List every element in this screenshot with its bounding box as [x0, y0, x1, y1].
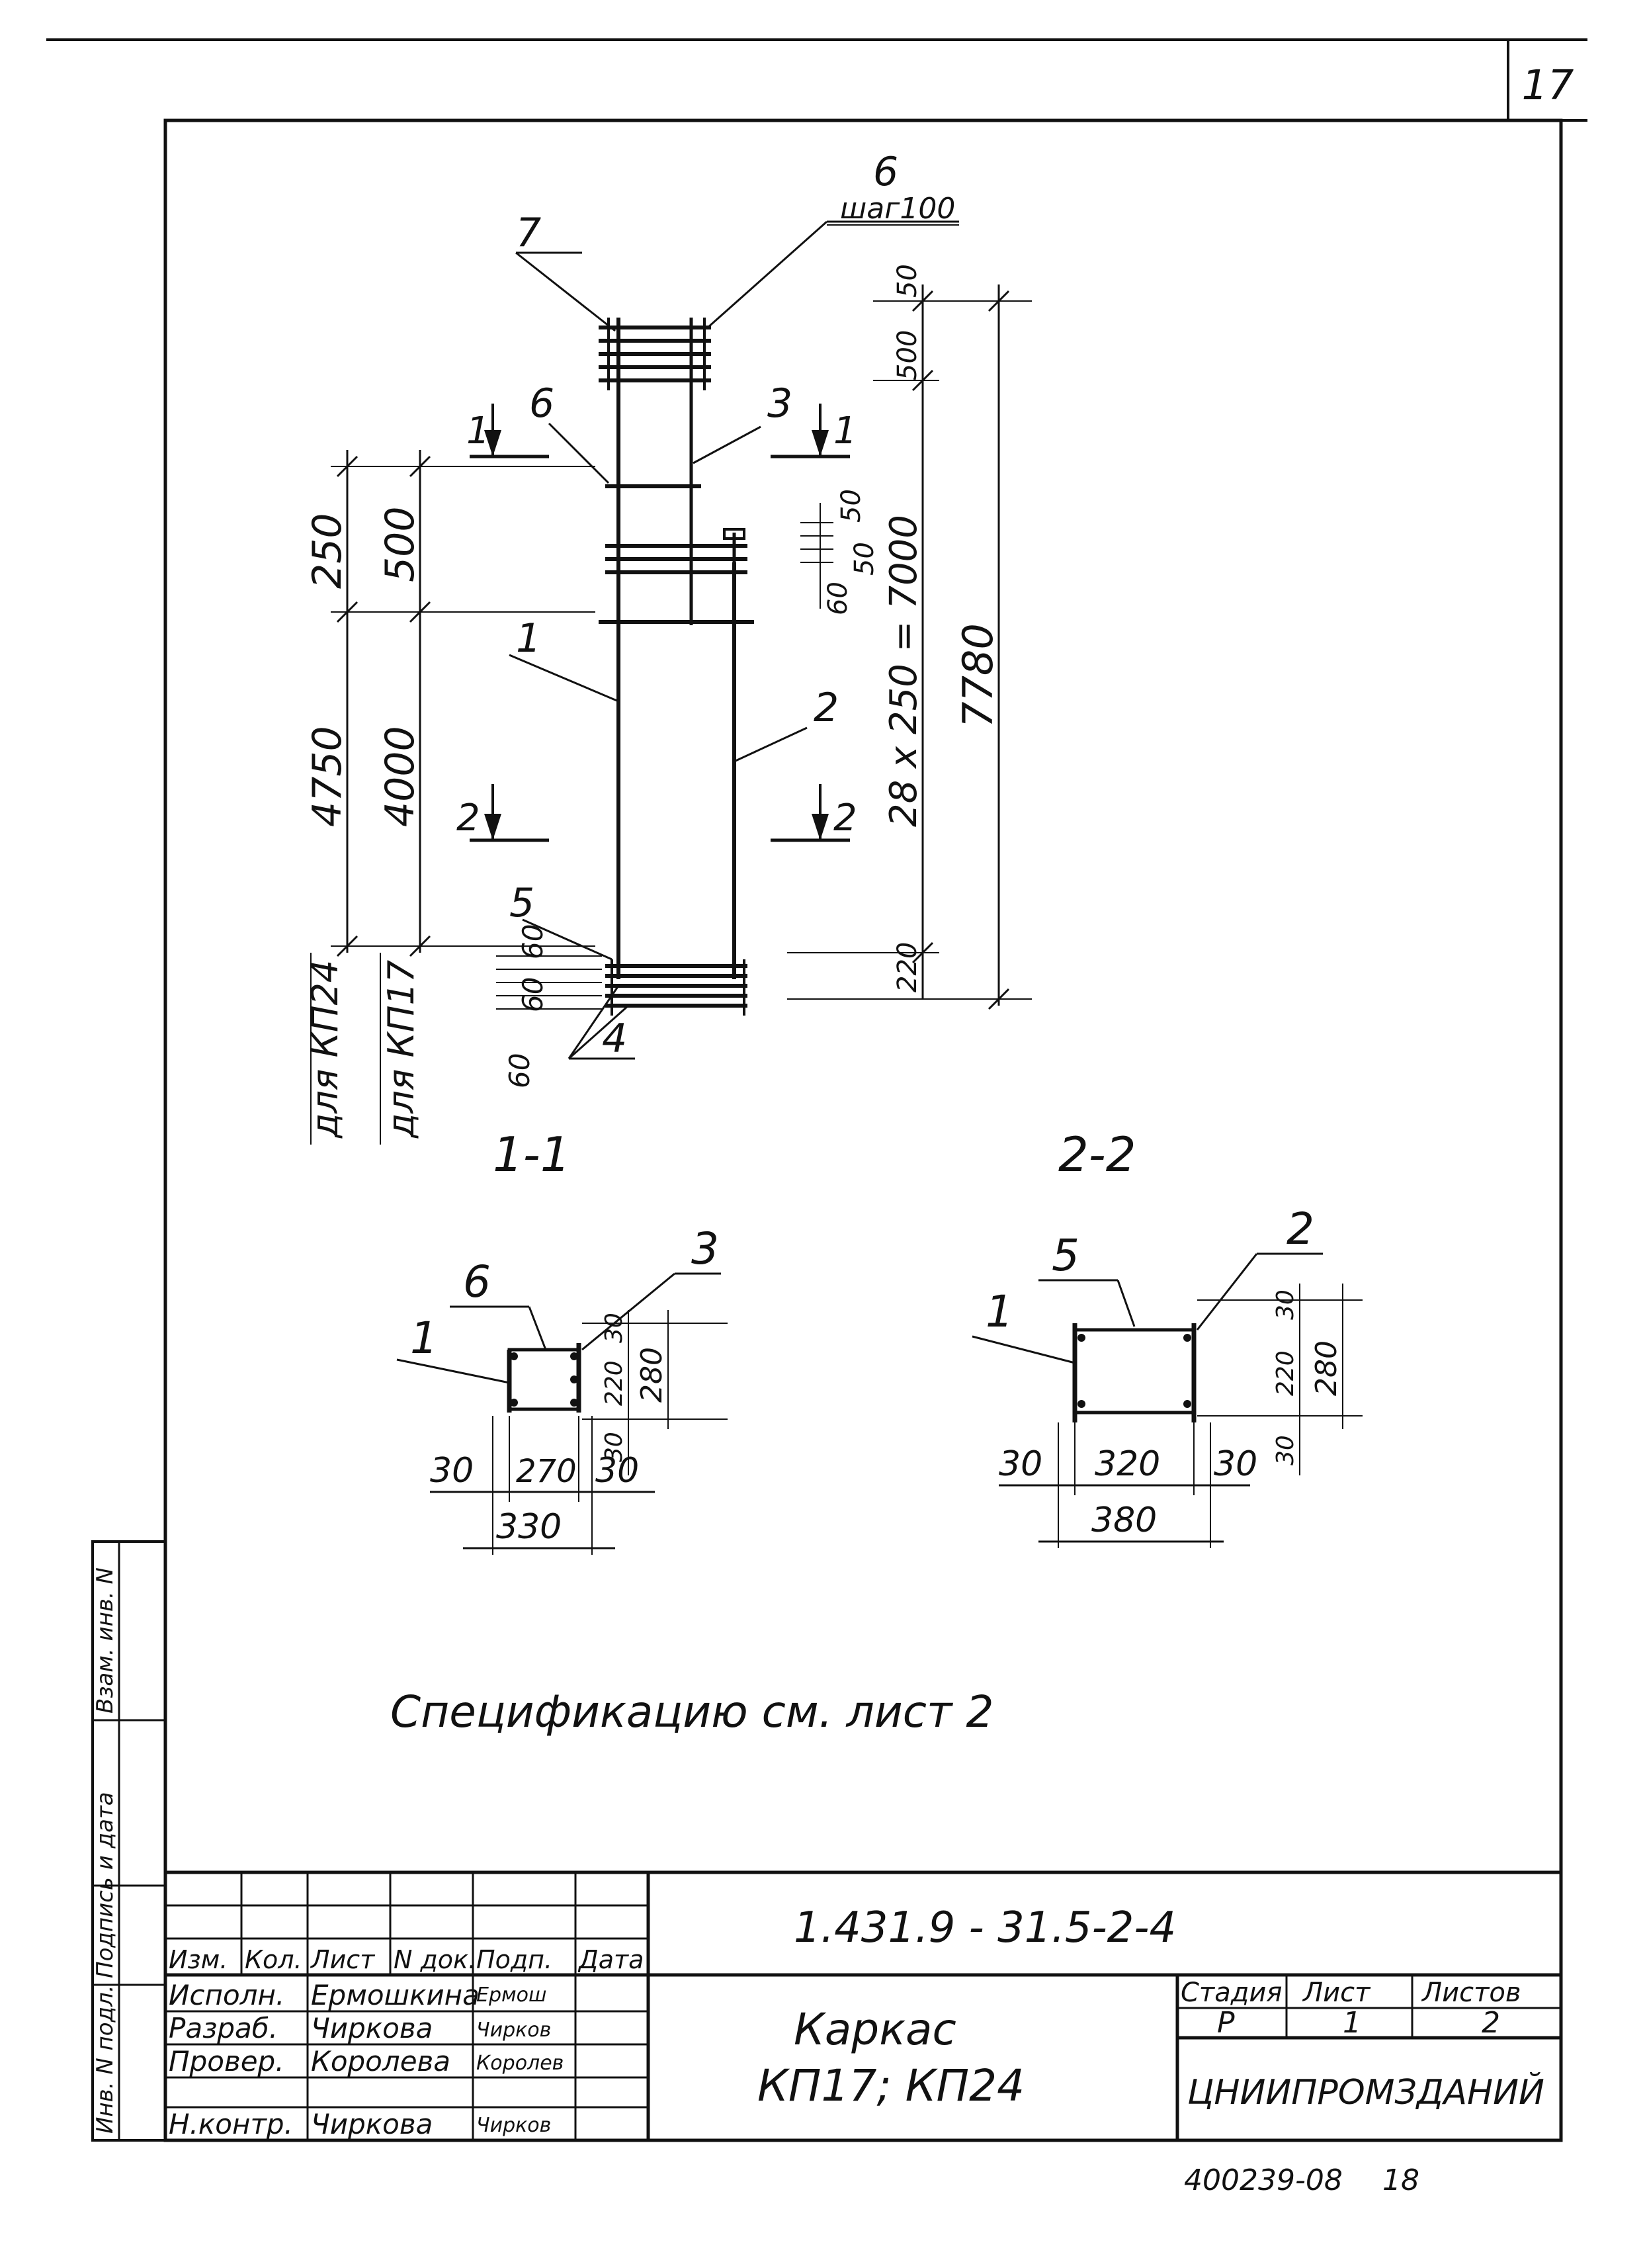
dim-60-b: 60 [517, 977, 549, 1012]
sign-3: Чирков [476, 2114, 551, 2137]
section-2-2-dim-280: 280 [1310, 1340, 1343, 1396]
col-podp: Подп. [476, 1945, 552, 1974]
name-0: Ермошкина [311, 1979, 480, 2011]
section-2-2-dim-30-right: 30 [1214, 1444, 1257, 1484]
col-izm: Изм. [169, 1945, 228, 1974]
section-2-2-dim-320: 320 [1095, 1444, 1160, 1484]
sheet-label: Лист [1302, 1978, 1371, 2008]
col-ndok: N док. [394, 1945, 476, 1974]
section-2-2-dim-380: 380 [1091, 1501, 1157, 1540]
section-1-1-title: 1-1 [493, 1127, 571, 1182]
sign-0: Ермош [476, 1984, 546, 2007]
stage-label: Стадия [1181, 1978, 1282, 2008]
section-1-1-dim-220: 220 [601, 1360, 628, 1406]
name-2: Королева [311, 2045, 450, 2077]
section-2-2-dim-30-bottom: 30 [1272, 1435, 1299, 1465]
dim-50-mid-a: 50 [836, 489, 866, 523]
section-mark-2-left: 2 [456, 797, 480, 840]
dim-7780: 7780 [954, 623, 1002, 728]
dim-28x250: 28 х 250 = 7000 [882, 515, 925, 827]
label-kp17: для КП17 [380, 960, 422, 1139]
role-0: Исполн. [169, 1979, 284, 2011]
section-2-2-dim-220: 220 [1272, 1350, 1299, 1396]
col-kol: Кол. [245, 1945, 302, 1974]
sheets-value: 2 [1482, 2006, 1500, 2040]
specification-note: Спецификацию см. лист 2 [390, 1686, 993, 1737]
callout-6-top: 6 [873, 149, 898, 195]
dim-50-top: 50 [892, 264, 923, 298]
bottom-code: 400239-08 [1184, 2163, 1343, 2197]
spacing-note: шаг100 [840, 192, 955, 226]
role-1: Разраб. [169, 2012, 278, 2044]
section-mark-2-right: 2 [833, 797, 857, 840]
name-1: Чиркова [311, 2012, 433, 2044]
dim-50-mid-b: 50 [849, 542, 880, 576]
section-2-2-title: 2-2 [1058, 1127, 1136, 1182]
bottom-page: 18 [1382, 2163, 1419, 2197]
sign-1: Чирков [476, 2019, 551, 2042]
dim-250: 250 [304, 513, 351, 589]
callout-6: 6 [529, 380, 554, 427]
callout-4: 4 [602, 1016, 627, 1062]
col-data: Дата [577, 1945, 644, 1974]
callout-1: 1 [516, 615, 541, 662]
drawing-title-line1: Каркас [794, 2004, 956, 2055]
organization: ЦНИИПРОМЗДАНИЙ [1187, 2072, 1544, 2113]
stage-value: Р [1217, 2006, 1235, 2040]
side-stamp-frame [91, 1540, 167, 2142]
section-1-1-callout-6: 6 [463, 1256, 491, 1307]
section-1-1-callout-3: 3 [691, 1223, 719, 1274]
section-1-1-dim-280: 280 [635, 1347, 669, 1403]
section-2-2-callout-1: 1 [986, 1286, 1013, 1337]
dim-4750: 4750 [304, 726, 351, 827]
side-stamp-replace: Взам. инв. N [92, 1567, 118, 1714]
sheet-value: 1 [1343, 2006, 1361, 2040]
section-2-2-dim-30-left: 30 [999, 1444, 1042, 1484]
section-mark-1-right: 1 [833, 410, 857, 453]
section-1-1: 1-1 6 3 1 30 270 30 330 30 220 30 280 [396, 1127, 728, 1555]
section-2-2-dim-30-top: 30 [1272, 1289, 1299, 1320]
callout-3: 3 [767, 380, 792, 427]
section-1-1-dim-30-right: 30 [595, 1451, 639, 1491]
section-mark-1-left: 1 [466, 410, 490, 453]
section-2-2-callout-2: 2 [1286, 1203, 1314, 1254]
dim-60-a: 60 [517, 924, 549, 959]
name-3: Чиркова [311, 2108, 433, 2140]
dim-60-c: 60 [503, 1053, 536, 1088]
drawing-title-line2: КП17; КП24 [757, 2060, 1025, 2111]
dim-220: 220 [892, 942, 923, 992]
dim-4000: 4000 [377, 726, 423, 827]
sheets-label: Листов [1421, 1978, 1521, 2008]
section-1-1-dim-30-bottom: 30 [601, 1432, 628, 1462]
sign-2: Королев [476, 2052, 564, 2075]
role-3: Н.контр. [169, 2108, 293, 2140]
role-2: Провер. [169, 2045, 284, 2077]
section-1-1-dim-30-left: 30 [430, 1451, 474, 1491]
document-code: 1.431.9 - 31.5-2-4 [794, 1903, 1176, 1952]
section-2-2: 2-2 5 2 1 30 320 30 380 30 220 30 280 [972, 1127, 1363, 1548]
callout-2: 2 [814, 685, 839, 731]
main-frame [163, 118, 1563, 2142]
section-1-1-callout-1: 1 [410, 1313, 438, 1364]
dim-60-mid: 60 [823, 582, 853, 615]
dim-500-top: 500 [892, 330, 923, 380]
col-list: Лист [310, 1945, 376, 1974]
callout-5: 5 [509, 880, 534, 926]
section-2-2-callout-5: 5 [1052, 1230, 1079, 1281]
sheet-number: 17 [1522, 61, 1574, 109]
callout-7: 7 [516, 210, 541, 256]
elevation-view: 7 6 шаг100 6 3 1 2 5 4 1 1 2 2 [304, 149, 1032, 1145]
section-1-1-dim-30-top: 30 [601, 1313, 628, 1343]
section-1-1-dim-270: 270 [516, 1453, 577, 1490]
side-stamp-inv: Инв. N подл. [92, 1985, 118, 2134]
side-stamp-sign: Подпись и дата [92, 1792, 118, 1978]
section-1-1-dim-330: 330 [496, 1507, 562, 1547]
dim-500: 500 [377, 506, 423, 582]
title-block: Изм. Кол. Лист N док. Подп. Дата Исполн.… [165, 1870, 1561, 2140]
